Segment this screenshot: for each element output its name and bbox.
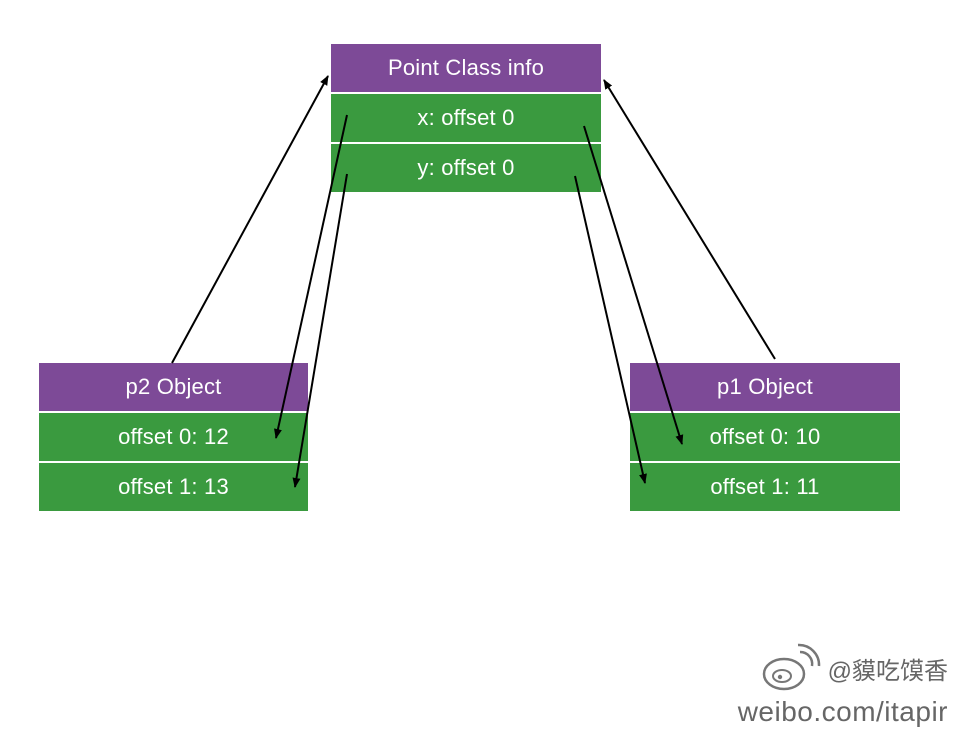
p1-field-offset-1: offset 1: 11 bbox=[630, 463, 900, 511]
p1-object-box: p1 Object offset 0: 10 offset 1: 11 bbox=[630, 363, 900, 511]
watermark-handle-row: @貘吃馍香 bbox=[738, 642, 948, 694]
p2-object-box: p2 Object offset 0: 12 offset 1: 13 bbox=[39, 363, 308, 511]
watermark-handle: @貘吃馍香 bbox=[827, 657, 948, 685]
arrow-p2-to-class bbox=[171, 75, 329, 364]
class-field-x: x: offset 0 bbox=[331, 94, 601, 142]
arrow-p1-to-class bbox=[603, 79, 776, 360]
p2-field-offset-1: offset 1: 13 bbox=[39, 463, 308, 511]
watermark-url: weibo.com/itapir bbox=[737, 696, 948, 727]
arrow-class-x-to-p1-offset0 bbox=[583, 125, 684, 445]
p1-object-title: p1 Object bbox=[630, 363, 900, 411]
arrow-class-x-to-p2-offset0 bbox=[274, 114, 348, 439]
arrow-class-y-to-p2-offset1 bbox=[292, 173, 348, 488]
class-info-title: Point Class info bbox=[331, 44, 601, 92]
weibo-watermark: @貘吃馍香 weibo.com/itapir bbox=[738, 642, 948, 728]
arrow-class-y-to-p1-offset1 bbox=[574, 175, 647, 484]
class-field-y: y: offset 0 bbox=[331, 144, 601, 192]
point-class-info-box: Point Class info x: offset 0 y: offset 0 bbox=[331, 44, 601, 192]
p2-object-title: p2 Object bbox=[39, 363, 308, 411]
p2-field-offset-0: offset 0: 12 bbox=[39, 413, 308, 461]
weibo-logo-icon bbox=[762, 643, 820, 691]
